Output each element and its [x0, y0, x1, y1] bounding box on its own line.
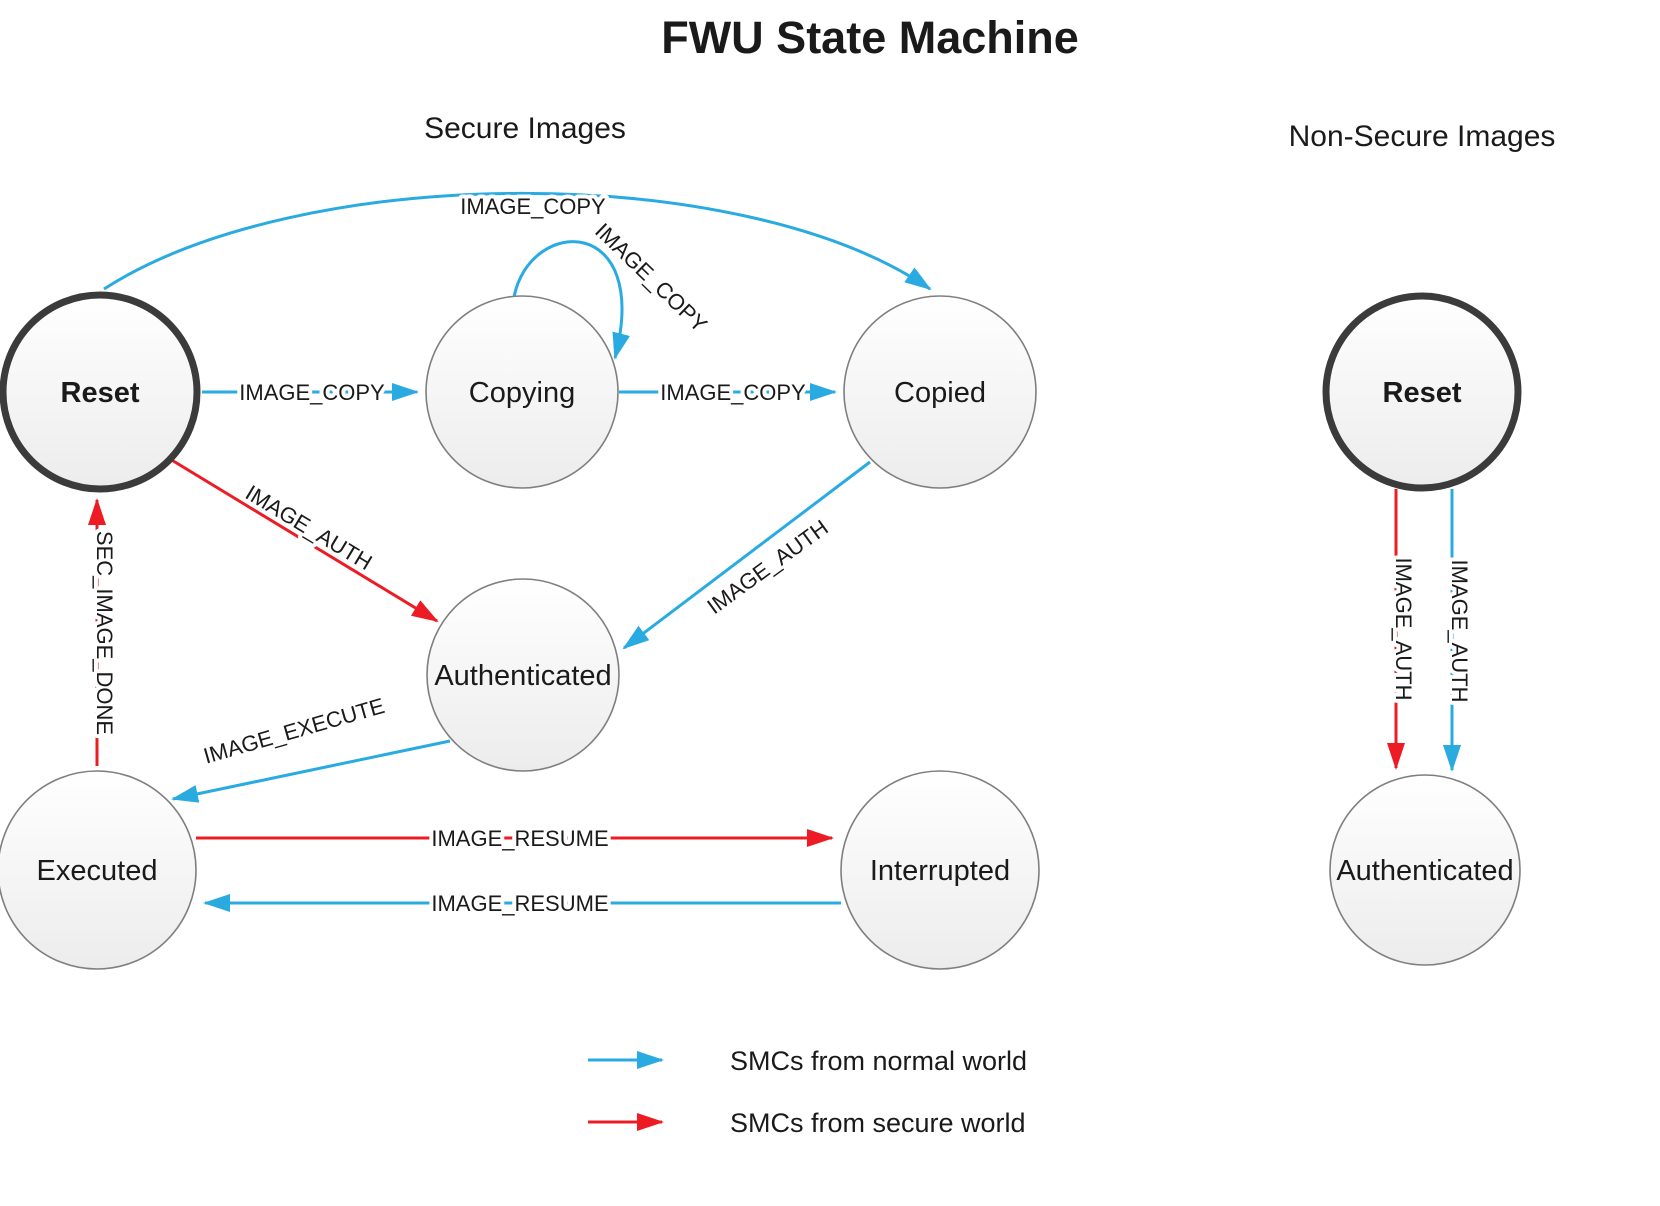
edge-label-ns-reset-authenticated-secure: IMAGE_AUTH	[1391, 557, 1416, 700]
edge-copying-self-loop	[512, 240, 630, 360]
legend-normal-world-label: SMCs from normal world	[730, 1046, 1027, 1076]
state-authenticated-secure: Authenticated	[426, 578, 620, 772]
state-executed-circle	[0, 770, 197, 970]
edge-label-executed-reset: SEC_IMAGE_DONE	[92, 531, 117, 735]
state-authenticated-nonsecure: Authenticated	[1329, 774, 1521, 966]
edge-label-copied-authenticated: IMAGE_AUTH	[702, 515, 832, 619]
edge-reset-to-copied-arc	[103, 191, 932, 291]
legend-secure-world-label: SMCs from secure world	[730, 1108, 1026, 1138]
state-copied: Copied	[843, 295, 1037, 489]
edge-copied-to-authenticated	[622, 460, 871, 650]
state-authenticated-nonsecure-circle	[1329, 774, 1521, 966]
edge-label-executed-interrupted: IMAGE_RESUME	[431, 826, 608, 851]
edge-label-copying-self: IMAGE_COPY	[590, 218, 712, 337]
state-reset-nonsecure-circle	[1322, 292, 1522, 492]
edge-label-reset-authenticated: IMAGE_AUTH	[241, 480, 376, 575]
state-reset-nonsecure: Reset	[1322, 292, 1522, 492]
edge-label-reset-copied: IMAGE_COPY	[460, 194, 606, 219]
state-reset-secure: Reset	[0, 291, 201, 493]
state-copying: Copying	[425, 295, 619, 489]
edge-authenticated-to-executed	[171, 739, 451, 803]
state-copying-circle	[425, 295, 619, 489]
legend: SMCs from normal world SMCs from secure …	[588, 1046, 1027, 1138]
edge-label-reset-copying: IMAGE_COPY	[239, 380, 385, 405]
edge-label-authenticated-executed: IMAGE_EXECUTE	[201, 693, 388, 769]
edge-label-copying-copied: IMAGE_COPY	[660, 380, 806, 405]
section-non-secure-images: Non-Secure Images	[1289, 120, 1556, 153]
state-interrupted: Interrupted	[840, 770, 1040, 970]
state-reset-nonsecure-label: Reset	[1383, 377, 1462, 409]
section-secure-images: Secure Images	[424, 112, 626, 145]
state-reset-secure-circle	[0, 291, 201, 493]
edge-label-ns-reset-authenticated-normal: IMAGE_AUTH	[1447, 559, 1472, 702]
state-copied-circle	[843, 295, 1037, 489]
state-authenticated-nonsecure-label: Authenticated	[1336, 855, 1513, 887]
state-reset-secure-label: Reset	[61, 377, 140, 409]
state-interrupted-label: Interrupted	[870, 855, 1010, 887]
state-authenticated-secure-circle	[426, 578, 620, 772]
state-executed-label: Executed	[37, 855, 158, 887]
state-executed: Executed	[0, 770, 197, 970]
diagram-title: FWU State Machine	[661, 12, 1079, 63]
edge-reset-to-authenticated	[169, 457, 439, 623]
state-copied-label: Copied	[894, 377, 986, 409]
edge-label-interrupted-executed: IMAGE_RESUME	[431, 891, 608, 916]
state-copying-label: Copying	[469, 377, 575, 409]
state-interrupted-circle	[840, 770, 1040, 970]
state-authenticated-secure-label: Authenticated	[434, 660, 611, 692]
